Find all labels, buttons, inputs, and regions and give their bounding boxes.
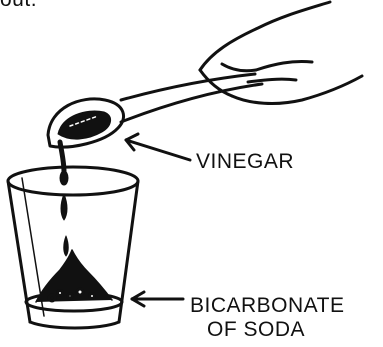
drop-icon [64,236,69,256]
hand-icon [200,2,362,103]
vinegar-drops [60,142,68,256]
soda-pile [26,250,122,311]
drop-icon [60,171,68,185]
vinegar-label: VINEGAR [196,150,294,174]
arrow-left-icon [126,134,190,160]
soda-label: BICARBONATE OF SODA [190,294,344,342]
soda-label-line1: BICARBONATE [190,294,344,318]
arrow-left-icon [132,292,183,306]
drop-icon [61,194,67,220]
soda-label-line2: OF SODA [190,318,344,342]
